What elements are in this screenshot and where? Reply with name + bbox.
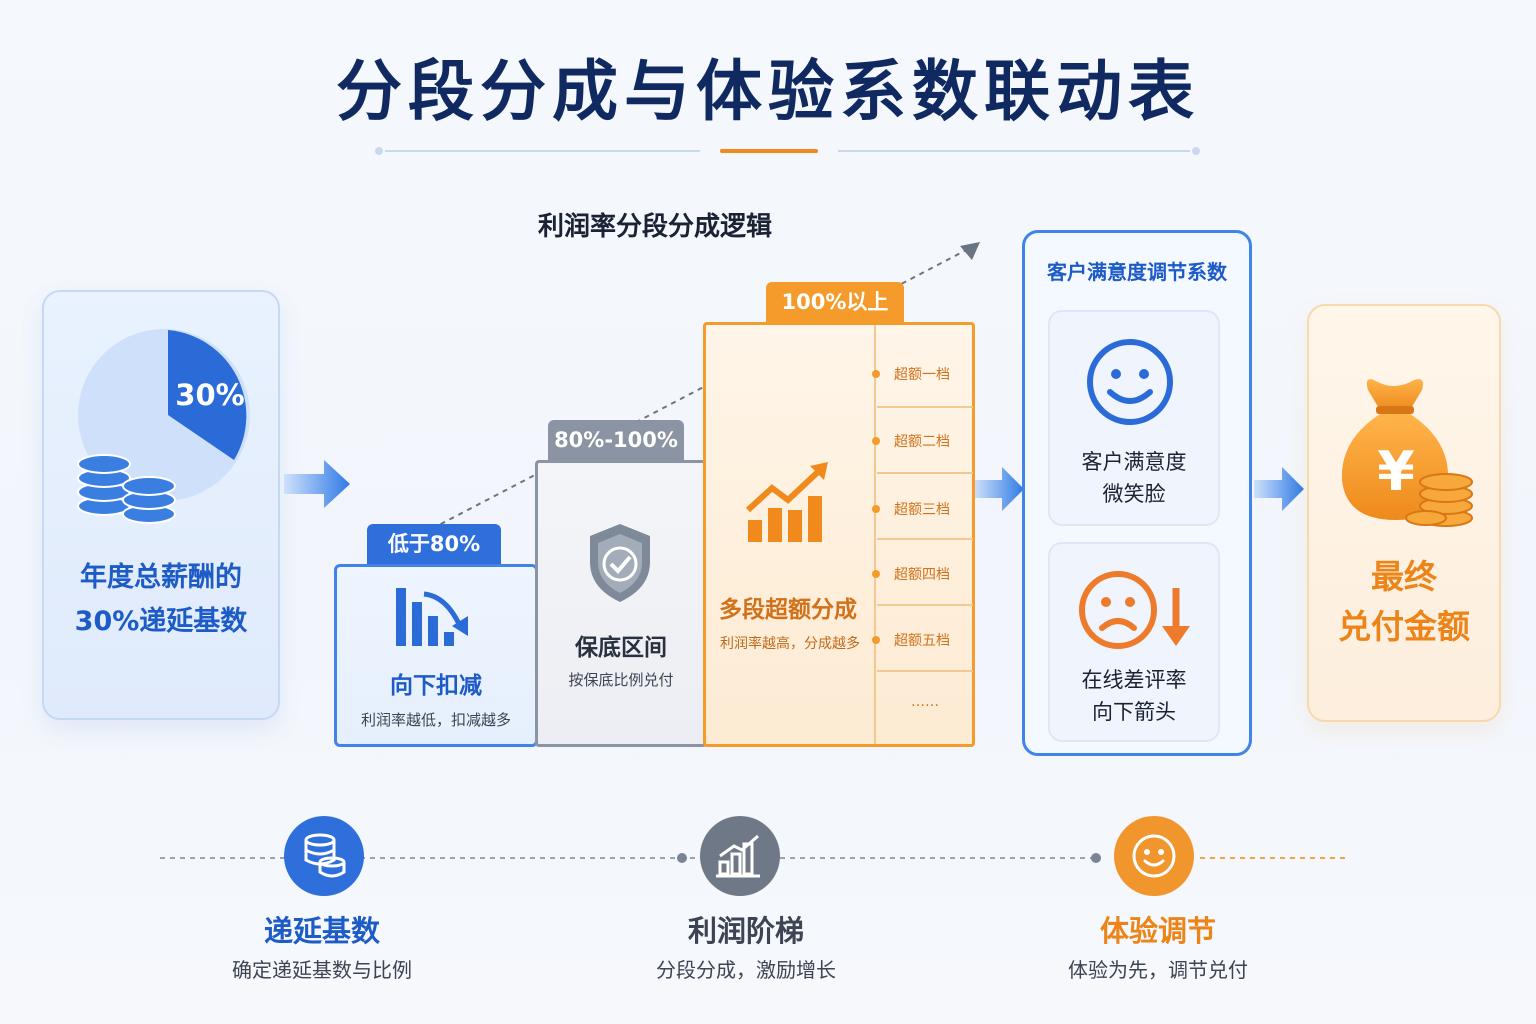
section-title: 利润率分段分成逻辑: [537, 212, 772, 242]
tier-dividers: [877, 406, 973, 672]
step-desc-guarantee: 按保底比例兑付: [568, 671, 674, 689]
tier-label: 超额一档: [894, 367, 950, 383]
range-tag-above-100: 100%以上: [766, 282, 904, 322]
tier-dot: [872, 636, 880, 644]
svg-text:¥: ¥: [1377, 440, 1415, 503]
step-above-100: [703, 322, 975, 747]
trend-dashed-arrow: [413, 242, 980, 539]
pie-percent-label: 30%: [175, 378, 245, 412]
range-tag-below-80: 低于80%: [367, 524, 501, 564]
bottom-desc-deferred: 确定递延基数与比例: [232, 958, 412, 982]
smile-caption: 客户满意度 微笑脸: [1048, 446, 1220, 510]
tier-column: [874, 325, 972, 744]
frown-line-2: 向下箭头: [1092, 700, 1176, 724]
step-below-80: [334, 564, 538, 747]
deferred-base-text: 年度总薪酬的 30%递延基数: [42, 556, 280, 644]
smile-line-2: 微笑脸: [1102, 482, 1166, 506]
step-desc-multi-excess: 利润率越高，分成越多: [720, 636, 860, 652]
money-bag-icon: ¥: [1341, 379, 1473, 527]
bar-down-icon: [396, 588, 468, 646]
final-payout-text: 最终 兑付金额: [1307, 552, 1501, 652]
base-line-1: 年度总薪酬的: [80, 562, 242, 593]
smile-icon: [1132, 834, 1176, 878]
tier-2: 超额二档: [872, 431, 968, 451]
tier-dot: [872, 370, 880, 378]
page-title: 分段分成与体验系数联动表: [336, 53, 1200, 130]
bottom-title-experience: 体验调节: [1099, 914, 1216, 948]
title-divider: [375, 147, 1200, 155]
arrow-right-icon: [284, 460, 350, 508]
step-desc-deduct: 利润率越低，扣减越多: [360, 711, 511, 729]
deferred-base-circle: [284, 816, 364, 896]
bottom-timeline: [160, 853, 1345, 863]
tier-label: 超额三档: [894, 502, 950, 518]
experience-circle: [1114, 816, 1194, 896]
tier-more: ……: [911, 694, 939, 710]
frown-caption: 在线差评率 向下箭头: [1048, 664, 1220, 728]
tier-label: 超额五档: [894, 633, 950, 649]
tier-5: 超额五档: [872, 630, 968, 650]
smile-line-1: 客户满意度: [1081, 450, 1187, 474]
growth-chart-icon: [745, 462, 828, 542]
tier-dot: [872, 570, 880, 578]
range-tag-80-100: 80%-100%: [548, 420, 684, 460]
final-line-1: 最终: [1371, 557, 1437, 596]
bar-chart-icon: [716, 834, 760, 878]
frown-line-1: 在线差评率: [1081, 668, 1187, 692]
bottom-title-ladder: 利润阶梯: [687, 914, 804, 948]
pie-coins-icon: [77, 329, 250, 524]
arrow-right-icon: [1254, 467, 1304, 511]
tier-1: 超额一档: [872, 364, 968, 384]
final-line-2: 兑付金额: [1338, 607, 1470, 646]
smile-face-icon: [1087, 339, 1173, 425]
coins-icon: [304, 833, 346, 878]
base-line-2: 30%递延基数: [74, 606, 248, 637]
tier-3: 超额三档: [872, 499, 968, 519]
bottom-desc-ladder: 分段分成，激励增长: [656, 958, 836, 982]
frown-face-arrow-icon: [1079, 571, 1190, 649]
tier-label: 超额二档: [894, 434, 950, 450]
step-title-multi-excess: 多段超额分成: [719, 597, 857, 623]
step-80-100: [535, 460, 707, 747]
bottom-desc-experience: 体验为先，调节兑付: [1068, 958, 1248, 982]
coefficient-title: 客户满意度调节系数: [1047, 260, 1227, 284]
step-title-deduct: 向下扣减: [390, 673, 482, 699]
shield-check-icon: [590, 524, 650, 602]
tier-dot: [872, 505, 880, 513]
step-title-guarantee: 保底区间: [575, 635, 667, 661]
smile-card: [1048, 310, 1220, 526]
tier-label: 超额四档: [894, 567, 950, 583]
arrow-right-icon: [974, 467, 1024, 511]
bottom-title-deferred: 递延基数: [263, 914, 380, 948]
tier-4: 超额四档: [872, 564, 968, 584]
tier-dot: [872, 437, 880, 445]
